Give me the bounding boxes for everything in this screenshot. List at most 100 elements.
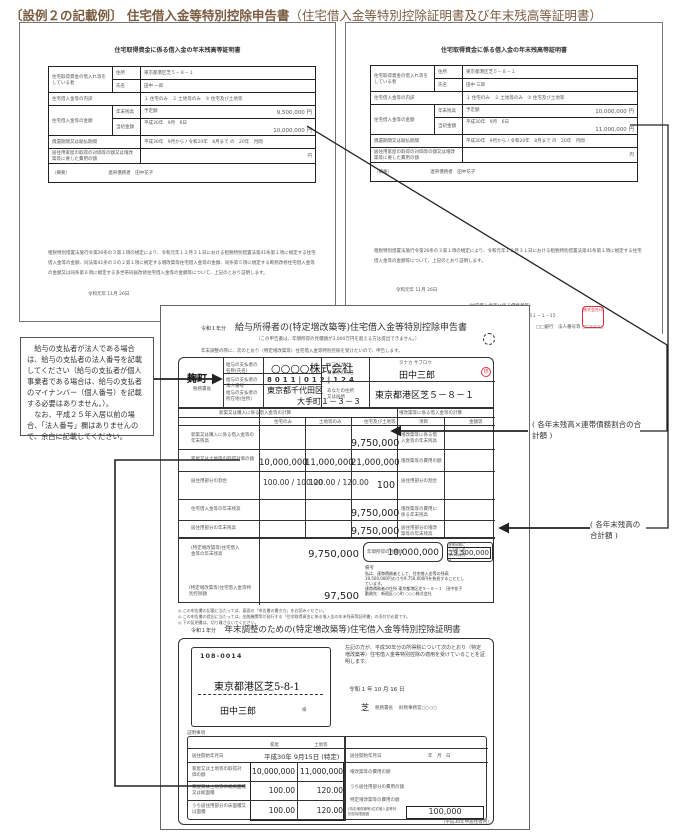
deduct-base-label: (特定増改築等)住宅借入金等の年末残高 [191, 546, 240, 557]
row-both-value: 9,750,000 [351, 526, 400, 537]
mailing-address: 東京都港区芝5-8-1 [214, 682, 300, 693]
form-footer: （平成30年中居住者用） [441, 820, 492, 825]
area-house: 100.00 [268, 786, 295, 795]
cost-house: 10,000,000 [252, 767, 295, 776]
corp-number-label: 給与の支払者の法人番号 [226, 378, 258, 389]
name-value: 田中 一郎 [140, 79, 316, 93]
initial-value: 10,000,000 円 [273, 128, 312, 134]
row-label: 居住用部分の年末残高 [191, 526, 236, 531]
row-label: 居住用部分の割合 [191, 479, 227, 484]
cert-table: 住宅取得資金の借入れ等をしている者住所東京都港区芝５－８－１ 氏名田中 一郎 住… [48, 66, 316, 183]
address-value: 東京都港区芝５－８－１ [462, 65, 638, 79]
period-from: 平成30年 9月から [466, 139, 507, 144]
breakdown-value: １ 住宅のみ ２ 土地等のみ ③ 住宅及び土地等 [140, 92, 316, 106]
callout-text: 各年末残高×連帯債務割合の合計額 [532, 420, 642, 440]
form-subtitle: （この申告書は、年間所得の見積額が3,000万円を超える方は提出できません。） [256, 337, 420, 342]
period-to: 令和20年 8月まで [188, 140, 229, 145]
form-lead: 年末調整の際に、次のとおり（特定増改築等）住宅借入金等特別控除を受けたいので、申… [201, 349, 403, 354]
your-name: 田中三郎 [399, 371, 436, 381]
callout-text: 各年末残高の合計額 [590, 520, 641, 540]
b-row-label: 増改築等の費用に係る年末残高 [401, 507, 437, 518]
residential-area-land: 120.00 [316, 806, 343, 815]
period-value: の 20年 月間 [552, 139, 585, 144]
b-row-label: 増改築等に係る借入金等の年末残高 [401, 433, 437, 444]
callout-total: ( 各年末残高の合計額 ) [590, 520, 641, 540]
row-label: 新築又は購入に係る借入金等の年末残高 [191, 433, 254, 444]
bank-name: □□銀行 [536, 325, 554, 330]
lower-title: 年末調整のための(特定増改築等)住宅借入金等特別控除証明書 [224, 625, 461, 635]
officer-name: 財務事務官○○○○ [399, 706, 438, 711]
income-label: 年間所得の見積額 [367, 550, 403, 555]
year-end-balance-certificate-right: 住宅取得資金に係る借入金の年末残高等証明書 住宅取得資金の借入れ等をしている者住… [345, 22, 663, 334]
corporate-number-note: 給与の支払者が法人である場合は、給与の支払者の法人番号を記載してください（給与の… [20, 337, 154, 441]
cert-body-text: 租税特別措置法施行令第26条の３第１項の規定により、令和元年１２月３１日における… [48, 251, 316, 276]
deduction-application-form: 令和１年分 給与所得者の(特定増改築等)住宅借入金等特別控除申告書 （この申告書… [160, 305, 530, 830]
tax-office: 麹町 [187, 374, 207, 385]
row-both-value: 100 [376, 480, 395, 491]
cert-heading: 住宅取得資金に係る借入金の年末残高等証明書 [440, 47, 567, 54]
remarks-label: （摘要） [52, 171, 68, 176]
your-name-label: あなたの氏名 [327, 371, 354, 376]
col-land: 土地等 [314, 743, 328, 748]
cost-label: 居住用家屋の取得の対価等の額又は増改築等に要した費用の額 [48, 148, 141, 164]
credit-value: 97,500 [324, 591, 359, 602]
row-both-value: 9,750,000 [351, 508, 400, 519]
residential-area-house: 100.00 [268, 806, 295, 815]
b-row-label: 居住用部分の増改築等の年末残高 [401, 526, 437, 537]
planned-label: 予定額 [144, 109, 158, 114]
payer-name-label: 給与の支払者の名称(氏名) [226, 363, 258, 374]
page-title: 〔設例２の記載例〕 住宅借入金等特別控除申告書（住宅借入金等特別控除証明書及び年… [10, 8, 602, 23]
section-b-label: 増改築等に係る借入金等の計算 [399, 411, 462, 416]
row-both-value: 21,000,000 [351, 458, 400, 468]
name-value: 田中 三郎 [462, 78, 638, 92]
mailing-name: 田中三郎 [220, 707, 257, 717]
honorific: 様 [302, 708, 307, 713]
initial-date: 平成30年 9月 6日 [144, 121, 187, 126]
limit-label: (特定増改築等)住宅借入金等特別控除限度額 [348, 807, 397, 816]
issuing-office-label: 税務署長 [375, 706, 393, 711]
certificate-table: 家屋 土地等 居住開始年月日 平成30年 9月15日 (特定) 家屋又は土地等の… [187, 736, 488, 821]
row-house-value: 100.00 / 100.00 [263, 478, 323, 487]
section-a-label: 新築又は購入に係る借入金等の計算 [219, 411, 291, 416]
breakdown-label: 住宅借入金等の内訳 [48, 92, 141, 106]
bank-seal: 株式会社印 [582, 306, 604, 328]
row-both-value: 9,750,000 [351, 438, 400, 449]
code-label: 法人番号等 [558, 325, 581, 330]
cert-date: 令和元年 11月 26日 [88, 292, 130, 297]
address-value: 東京都港区芝５－８－１ [140, 66, 316, 80]
personal-seal: 印 [481, 367, 491, 377]
callout-joint-total: ( 各年末残高×連帯債務割合の合計額 ) [532, 420, 642, 440]
initial-date: 平成30年 9月 6日 [466, 120, 509, 125]
calculation-table: 新築又は購入に係る借入金等の計算 増改築等に係る借入金等の計算 住宅のみ 土地等… [178, 407, 495, 605]
col-house: 住宅のみ [274, 420, 292, 425]
period-to: 令和20年 8月まで [510, 139, 551, 144]
cost-land: 11,000,000 [300, 767, 343, 776]
footnote: ◎ この申告書の記載に当たっては、裏面の「申告書の書き方」をお読みください。 [178, 608, 327, 613]
r-date: 年 月 日 [428, 754, 451, 759]
b-row-label: 居住用部分の割合 [401, 479, 437, 484]
period-from: 平成30年 9月から [144, 140, 185, 145]
r-row-label: 増改築等の費用の額 [350, 770, 391, 775]
form-year: 令和１年分 [201, 326, 227, 332]
col-house: 家屋 [270, 743, 279, 748]
cert-heading: 住宅取得資金に係る借入金の年末残高等証明書 [114, 47, 241, 54]
move-in-label: 居住開始年月日 [192, 754, 224, 759]
cert-table: 住宅取得資金の借入れ等をしている者住所東京都港区芝５－８－１ 氏名田中 三郎 住… [370, 65, 638, 182]
period-value: の 20年 月間 [230, 140, 263, 145]
form-title: 給与所得者の(特定増改築等)住宅借入金等特別控除申告書 [235, 323, 468, 333]
lower-year: 令和１年分 [191, 628, 217, 634]
address-label-box: 108-0014 東京都港区芝5-8-1 田中三郎 様 [191, 647, 331, 727]
furigana-value: タナカ サブロウ [399, 361, 432, 366]
cert-date: 令和元年 11月 26日 [396, 288, 438, 293]
cost-value: 円 [140, 148, 316, 164]
your-address: 東京都港区芝５－８－１ [375, 391, 475, 401]
footnote: ◎ この申告書の提出に当たっては、金融機関等が発行する「住宅取得資金に係る借入金… [178, 614, 411, 619]
name-label: 氏名 [112, 79, 141, 93]
initial-value: 11,000,000 円 [595, 127, 634, 133]
row-land-value: 11,000,000 [305, 458, 354, 468]
furigana-label: （フリガナ） [327, 363, 354, 368]
